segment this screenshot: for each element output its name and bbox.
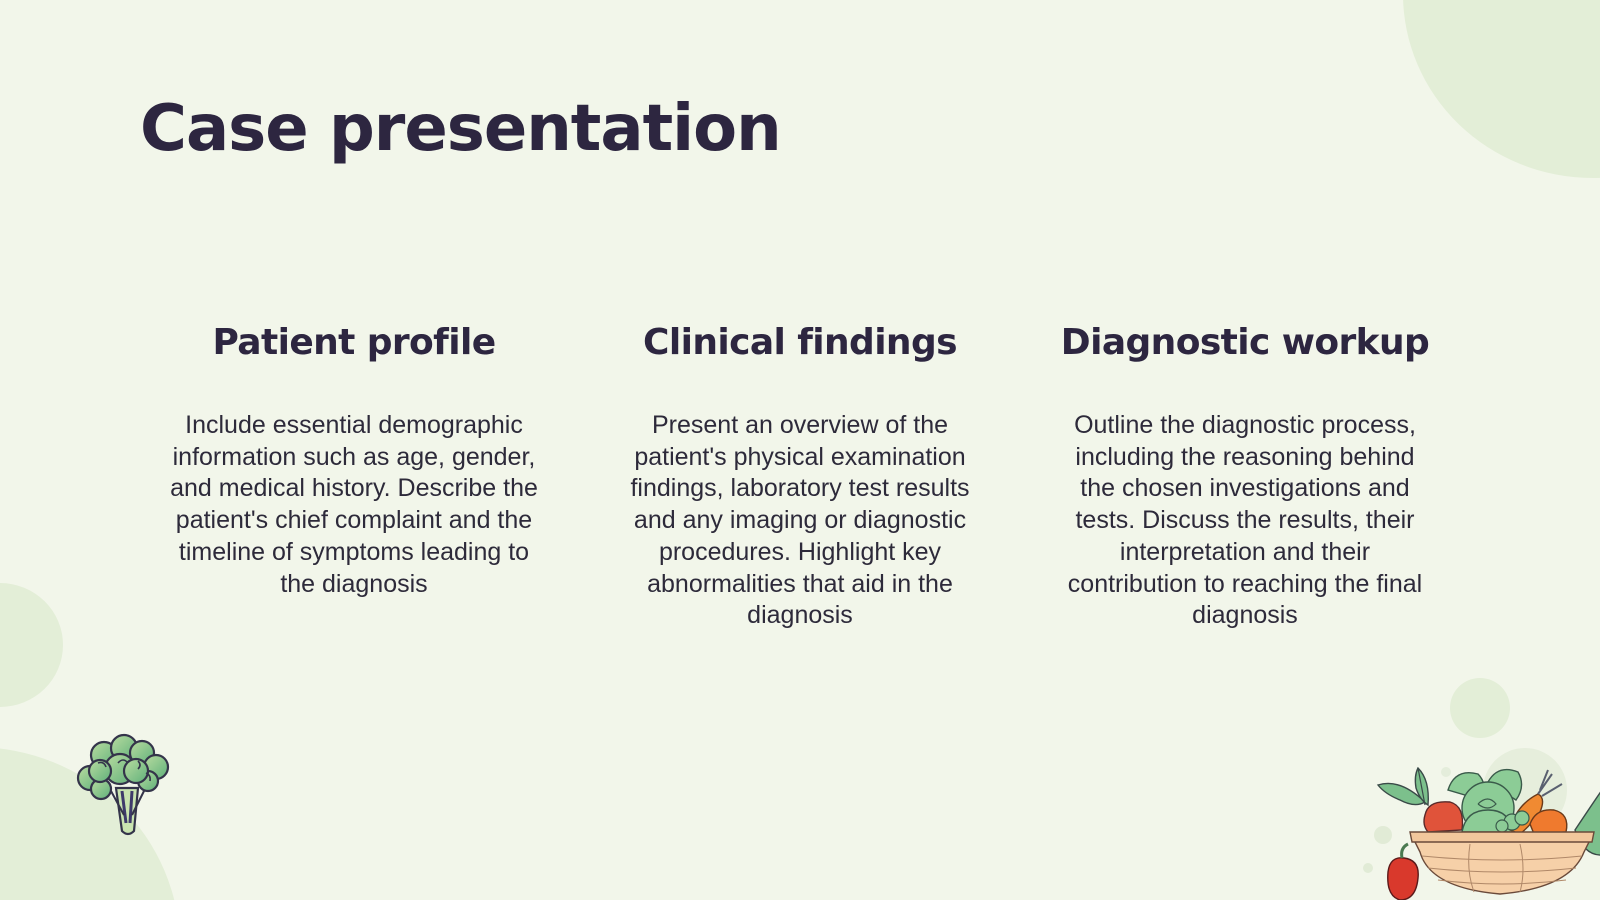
column-heading: Patient profile <box>212 322 496 363</box>
column-body: Outline the diagnostic process, includin… <box>1067 411 1423 630</box>
decor-dot <box>1363 863 1373 873</box>
column-body: Include essential demographic informatio… <box>170 411 538 598</box>
column-heading: Clinical findings <box>643 322 958 363</box>
decor-circle-small-right <box>1450 678 1510 738</box>
column-body: Present an overview of the patient's phy… <box>630 411 970 630</box>
column-heading: Diagnostic workup <box>1060 322 1430 363</box>
broccoli-icon <box>76 733 170 836</box>
decor-dot <box>1441 767 1451 777</box>
decor-circle-left <box>0 583 63 707</box>
column-patient-profile: Patient profile Include essential demogr… <box>154 318 554 600</box>
vegetable-bowl-icon <box>1376 766 1600 900</box>
slide-title: Case presentation <box>140 92 782 166</box>
decor-circle-top-right <box>1403 0 1600 178</box>
decor-dot <box>1374 826 1392 844</box>
column-diagnostic-workup: Diagnostic workup Outline the diagnostic… <box>1045 318 1445 632</box>
column-clinical-findings: Clinical findings Present an overview of… <box>600 318 1000 632</box>
